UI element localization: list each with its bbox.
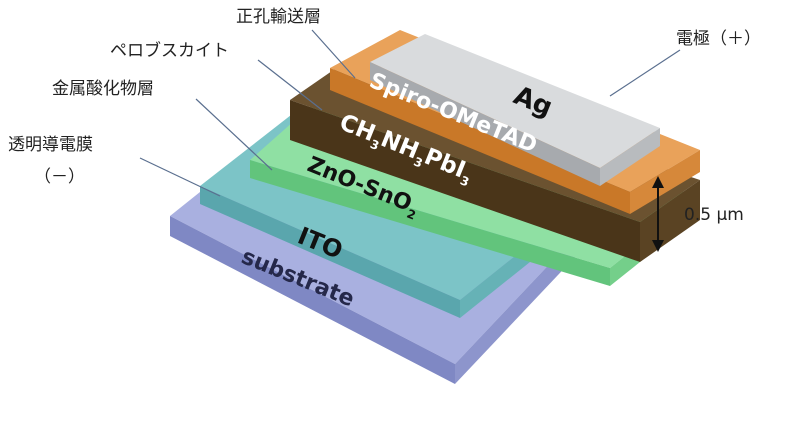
metal-oxide-label: 金属酸化物層 — [52, 79, 154, 99]
perovskite-label: ペロブスカイト — [110, 40, 229, 61]
electrode-label: 電極（＋） — [676, 29, 761, 49]
thickness-label: 0.5 μm — [684, 205, 744, 225]
leader-lines — [139, 29, 681, 197]
hole-transport-label: 正孔輸送層 — [236, 7, 321, 27]
thickness-arrow — [652, 176, 664, 252]
ag-electrode — [370, 34, 660, 186]
transparent-conductor-label: 透明導電膜 — [8, 135, 93, 155]
transparent-conductor-sign: （－） — [34, 167, 85, 187]
